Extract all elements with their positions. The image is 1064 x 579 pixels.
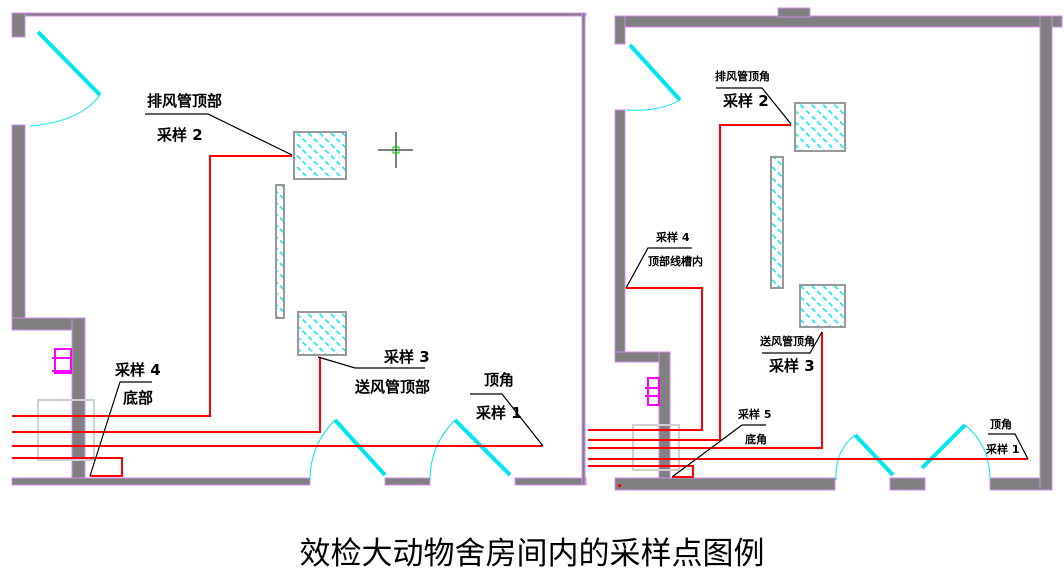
label-trunking: 顶部线槽内	[648, 254, 703, 268]
door-bottom-1	[309, 418, 387, 481]
label-supply-top: 送风管顶部	[354, 378, 430, 396]
pipe-fitting	[52, 348, 72, 374]
door-bottom-2	[429, 418, 512, 481]
light-strip	[275, 184, 285, 319]
right-room-walls	[614, 7, 1063, 491]
label-sample-4: 采样 4	[114, 361, 161, 379]
right-room: 排风管顶角 采样 2 采样 4 顶部线槽内 送风管顶角 采样 3 采样 5 底角…	[588, 7, 1063, 491]
label-sample-3: 采样 3	[768, 357, 815, 375]
sampling-lines	[12, 155, 543, 477]
label-supply-corner: 送风管顶角	[759, 334, 815, 348]
leader-lines	[89, 113, 544, 477]
leader-lines	[625, 87, 1029, 478]
exhaust-duct	[794, 102, 846, 152]
door-top-right	[626, 43, 682, 111]
pipe-fitting	[645, 377, 660, 406]
label-bottom: 底部	[123, 389, 153, 407]
label-sample-3: 采样 3	[383, 348, 430, 366]
figure-caption: 效检大动物舍房间内的采样点图例	[299, 536, 765, 572]
label-sample-5: 采样 5	[737, 407, 771, 421]
crosshair-cursor	[378, 132, 413, 168]
sampling-lines	[588, 124, 1028, 487]
supply-duct	[799, 284, 846, 328]
label-exhaust-corner: 排风管顶角	[715, 69, 770, 83]
supply-duct	[297, 311, 347, 356]
exhaust-duct	[293, 131, 347, 180]
label-sample-1: 采样 1	[985, 442, 1019, 456]
equipment-outline	[37, 399, 95, 461]
label-sample-4: 采样 4	[655, 230, 690, 244]
label-sample-2: 采样 2	[722, 92, 769, 110]
label-exhaust-top: 排风管顶部	[147, 92, 222, 110]
light-strip	[770, 156, 784, 289]
label-sample-1: 采样 1	[475, 404, 522, 422]
label-sample-2: 采样 2	[156, 126, 203, 144]
door-top-left	[29, 30, 102, 127]
label-corner: 顶角	[484, 371, 514, 389]
left-room-walls	[11, 12, 587, 486]
door-bottom-4	[920, 423, 991, 481]
left-room: 排风管顶部 采样 2 采样 3 送风管顶部 采样 4 底部 顶角 采样 1	[11, 12, 587, 486]
label-bottom-corner: 底角	[745, 432, 767, 446]
door-bottom-3	[835, 433, 895, 481]
label-corner: 顶角	[990, 417, 1012, 431]
